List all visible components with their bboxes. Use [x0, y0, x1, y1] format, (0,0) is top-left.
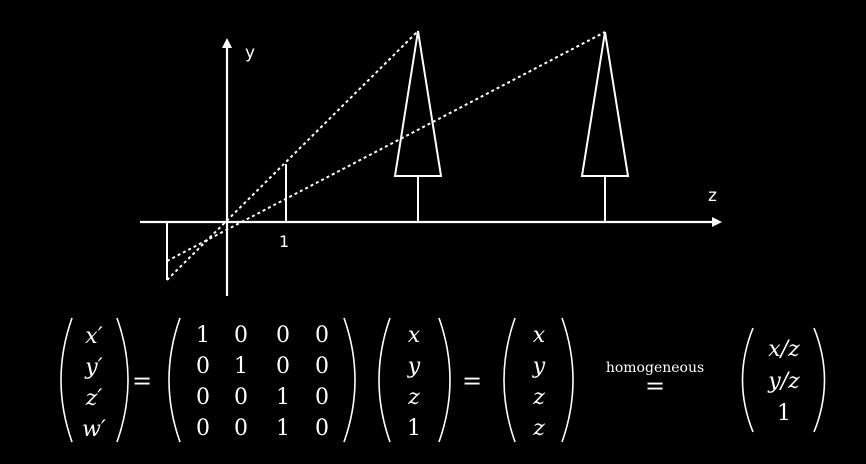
normalized-vector: x/z y/z 1: [741, 327, 826, 433]
result-entry: z: [532, 385, 545, 410]
projection-ray-near: [166, 30, 419, 281]
matrix-entry: 1: [196, 323, 210, 348]
result-entry: x: [533, 323, 546, 348]
tree-near: [393, 30, 443, 222]
input-entry: y: [407, 354, 421, 379]
result-vector: x y z z: [503, 317, 574, 443]
input-entry: z: [407, 385, 420, 410]
matrix-entry: 0: [315, 385, 329, 410]
matrix-entry: 1: [234, 354, 248, 379]
lhs-entry: w′: [82, 417, 106, 442]
matrix-entry: 0: [234, 385, 248, 410]
z-axis-label: z: [708, 186, 717, 206]
matrix-entry: 0: [234, 323, 248, 348]
equals-sign: =: [132, 367, 152, 395]
matrix-entry: 1: [276, 416, 290, 441]
lhs-entry: y′: [84, 355, 102, 380]
matrix-entry: 0: [196, 416, 210, 441]
homogeneous-equals-sign: =: [645, 372, 665, 400]
result-entry: y: [532, 354, 546, 379]
matrix-entry: 0: [315, 416, 329, 441]
input-entry: x: [408, 323, 421, 348]
matrix-entry: 0: [315, 323, 329, 348]
matrix-entry: 0: [196, 385, 210, 410]
matrix-entry: 0: [276, 354, 290, 379]
matrix-entry: 0: [196, 354, 210, 379]
equals-sign: =: [462, 367, 482, 395]
projection-equation: x′ y′ z′ w′ = 1 0 0 0 0 1 0 0 0 0 1 0 0 …: [60, 317, 826, 443]
normalized-entry: y/z: [767, 369, 800, 394]
matrix-entry: 0: [315, 354, 329, 379]
matrix-entry: 0: [276, 323, 290, 348]
lhs-vector: x′ y′ z′ w′: [60, 317, 129, 443]
matrix-entry: 1: [276, 385, 290, 410]
unit-tick-label: 1: [279, 232, 289, 251]
matrix-entry: 0: [234, 416, 248, 441]
normalized-entry: x/z: [768, 337, 800, 362]
input-vector: x y z 1: [378, 317, 451, 443]
projection-ray-far: [166, 31, 606, 262]
input-entry: 1: [407, 416, 421, 441]
homogeneous-label: homogeneous: [606, 360, 704, 376]
result-entry: z: [532, 416, 545, 441]
normalized-entry: 1: [777, 401, 791, 426]
y-axis-label: y: [245, 43, 255, 63]
lhs-entry: z′: [85, 386, 103, 411]
tree-far: [580, 31, 630, 222]
projection-matrix: 1 0 0 0 0 1 0 0 0 0 1 0 0 0 1 0: [168, 317, 356, 443]
lhs-entry: x′: [85, 324, 102, 349]
